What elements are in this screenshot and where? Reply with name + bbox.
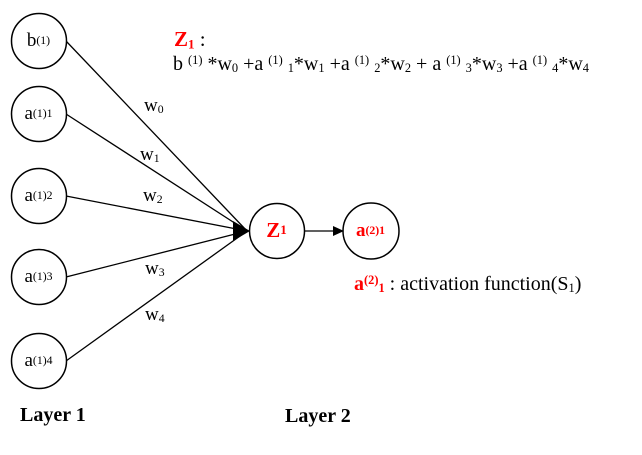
equation-body: b (1) *w0 +a (1) 1*w1 +a (1) 2*w2 + a (1… — [173, 53, 589, 76]
edge-label-w1: w1 — [140, 144, 160, 166]
edge-label-w4: w4 — [145, 304, 165, 326]
node-circle-a12 — [10, 167, 68, 225]
edge-line-w1 — [65, 113, 248, 232]
node-label-a13: a(1)3 — [24, 265, 53, 287]
edge-line-w2 — [65, 195, 248, 232]
node-circle-a13 — [10, 248, 68, 306]
equation-title: Z1 : — [174, 27, 206, 52]
edge-line-w3 — [65, 230, 248, 278]
node-label-a12: a(1)2 — [24, 184, 53, 206]
activation-note: a(2)1 : activation function(S1) — [354, 273, 582, 296]
edge-label-w2: w2 — [143, 185, 163, 207]
node-label-a11: a(1)1 — [24, 102, 53, 124]
layer2-label: Layer 2 — [285, 405, 351, 427]
node-label-b1: b(1) — [26, 29, 51, 51]
convergence-arrowhead-icon — [233, 221, 250, 241]
output-arrowhead-icon — [333, 226, 344, 236]
edge-label-w3: w3 — [145, 258, 165, 280]
edge-line-w0 — [65, 40, 248, 232]
node-circle-a14 — [10, 332, 68, 390]
edge-label-w0: w0 — [144, 95, 164, 117]
edge-line-w4 — [65, 230, 248, 362]
layer1-label: Layer 1 — [20, 404, 86, 426]
node-label-a14: a(1)4 — [24, 349, 53, 371]
node-label-a21: a(2)1 — [355, 219, 386, 241]
node-circle-b1 — [10, 12, 68, 70]
node-circle-a11 — [10, 85, 68, 143]
